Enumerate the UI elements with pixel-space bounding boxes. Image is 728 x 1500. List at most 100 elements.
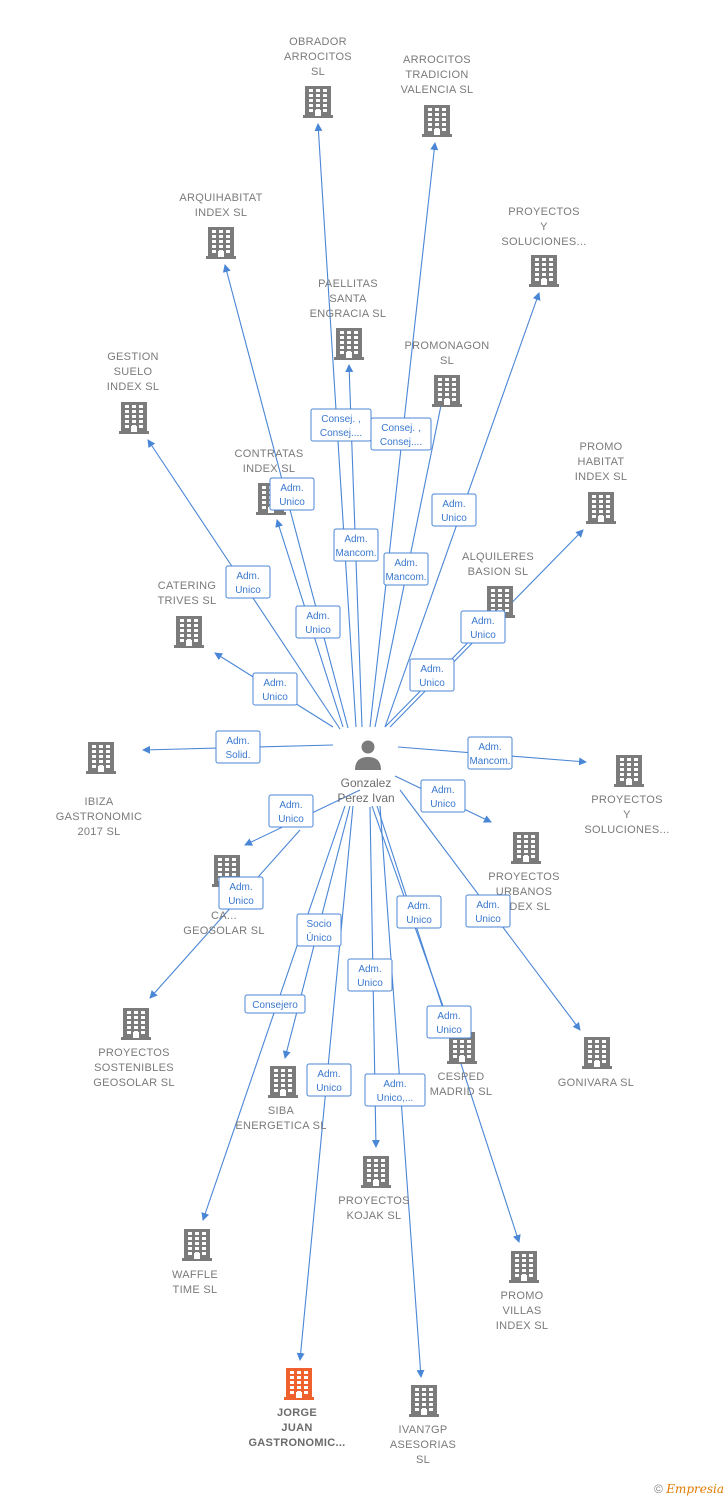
edge-label-text: Unico (419, 678, 445, 689)
company-label-line: TIME SL (173, 1284, 218, 1296)
edge-label-ca_geosolar[interactable]: Adm.Unico (268, 794, 314, 828)
edge-label-gestion[interactable]: Adm.Unico (225, 565, 271, 599)
company-label-line: INDEX SL (107, 381, 160, 393)
edge-label-gonivara[interactable]: Adm.Unico (465, 894, 511, 928)
company-label-line: ARROCITOS (284, 51, 352, 63)
edge-label-text: Adm. (383, 1079, 406, 1090)
edge-label-text: Unico (278, 814, 304, 825)
edge-label-promo_villas[interactable]: Adm.Unico (426, 1005, 472, 1039)
company-label-line: SL (440, 355, 454, 367)
company-label-line: ALQUILERES (462, 551, 534, 563)
edge-label-promonagon[interactable]: Consej. ,Consej.... (370, 417, 432, 451)
company-label-line: SL (311, 66, 325, 78)
company-label-line: ARROCITOS (403, 54, 471, 66)
company-label-line: CATERING (158, 580, 216, 592)
building-icon (509, 1251, 539, 1283)
edge-label-box (431, 493, 477, 527)
edge-label-cesped[interactable]: Adm.Unico (396, 895, 442, 929)
building-icon (174, 616, 204, 648)
center-name-line-1: Gonzalez (341, 776, 392, 790)
edge-label-ivan7gp[interactable]: Adm.Unico,... (364, 1073, 426, 1107)
edge-label-ibiza[interactable]: Adm.Solid. (215, 730, 261, 764)
company-node-alquileres[interactable]: ALQUILERES BASION SL (462, 551, 534, 618)
company-label-line: ARQUIHABITAT (179, 192, 262, 204)
edge-label-proyectos_sol_top[interactable]: Adm.Unico (431, 493, 477, 527)
edge-label-proyectos_sost[interactable]: Adm.Unico (218, 876, 264, 910)
company-label-line: TRADICION (405, 69, 468, 81)
building-icon (206, 227, 236, 259)
company-label-line: PROYECTOS (488, 871, 560, 883)
company-node-gonivara[interactable]: GONIVARA SL (558, 1037, 634, 1089)
center-person[interactable]: Gonzalez Perez Ivan (337, 740, 395, 806)
building-icon (511, 832, 541, 864)
edge-label-alquileres[interactable]: Adm.Unico (409, 658, 455, 692)
company-label-line: KOJAK SL (347, 1210, 402, 1222)
company-node-siba[interactable]: SIBA ENERGETICA SL (235, 1066, 326, 1132)
company-label-line: SUELO (114, 366, 153, 378)
company-node-proyectos_sol_right[interactable]: PROYECTOSYSOLUCIONES... (584, 755, 669, 836)
edge-label-jorge_juan[interactable]: Adm.Unico (306, 1063, 352, 1097)
company-node-proyectos_sol_top[interactable]: PROYECTOSYSOLUCIONES... (501, 206, 586, 287)
edge-label-box (426, 1005, 472, 1039)
edge-label-paellitas[interactable]: Adm.Mancom. (383, 552, 429, 586)
edge-label-arrocitos[interactable]: Adm.Mancom. (333, 528, 379, 562)
company-label-line: BASION SL (468, 566, 529, 578)
edge-label-text: Unico (305, 625, 331, 636)
company-label-line: INDEX SL (496, 1320, 549, 1332)
company-label-line: VALENCIA SL (401, 84, 474, 96)
edge-label-text: Adm. (358, 964, 381, 975)
edge-label-obrador[interactable]: Consej. ,Consej.... (310, 408, 372, 442)
building-icon (409, 1385, 439, 1417)
edge-label-text: Unico (316, 1083, 342, 1094)
edge-label-box (252, 672, 298, 706)
building-icon (86, 742, 116, 774)
company-label-line: GASTRONOMIC... (248, 1437, 345, 1449)
edge-label-text: Adm. (407, 901, 430, 912)
edge-label-arquihabitat[interactable]: Adm.Unico (295, 605, 341, 639)
edge-label-text: Adm. (263, 678, 286, 689)
edge-label-kojak[interactable]: Adm.Unico (347, 958, 393, 992)
edge-label-promo_habitat[interactable]: Adm.Unico (460, 610, 506, 644)
edge-label-text: Adm. (442, 499, 465, 510)
edge-label-catering[interactable]: Adm.Unico (252, 672, 298, 706)
edge-label-text: Adm. (478, 742, 501, 753)
edge-label-text: Unico (279, 497, 305, 508)
edge-label-text: Adm. (431, 785, 454, 796)
company-label-line: OBRADOR (289, 36, 347, 48)
company-label-line: PROYECTOS (508, 206, 580, 218)
edge-label-box (268, 794, 314, 828)
company-node-arrocitos[interactable]: ARROCITOS TRADICION VALENCIA SL (401, 54, 474, 137)
edge-labels-layer: Consej. ,Consej....Adm.Mancom.Adm.UnicoA… (215, 408, 513, 1107)
edge-label-waffle[interactable]: Consejero (244, 994, 306, 1014)
company-label-line: JORGE (277, 1407, 317, 1419)
company-node-obrador[interactable]: OBRADOR ARROCITOS SL (284, 36, 352, 118)
company-label-line: ENERGETICA SL (235, 1120, 326, 1132)
copyright-icon: © (654, 1482, 663, 1496)
company-label-line: SIBA (268, 1105, 295, 1117)
company-label-line: GEOSOLAR SL (93, 1077, 175, 1089)
edge-label-proyectos_urbanos[interactable]: Adm.Unico (420, 779, 466, 813)
edge-label-text: Consej.... (380, 437, 422, 448)
edge-label-box (269, 477, 315, 511)
building-icon (614, 755, 644, 787)
edge-label-text: Socio (306, 919, 331, 930)
building-icon (422, 105, 452, 137)
company-node-jorge_juan[interactable]: JORGEJUANGASTRONOMIC... (248, 1368, 345, 1449)
edge-label-proyectos_sol_right[interactable]: Adm.Mancom. (467, 736, 513, 770)
edge-label-contratas[interactable]: Adm.Unico (269, 477, 315, 511)
edge-label-text: Adm. (394, 558, 417, 569)
